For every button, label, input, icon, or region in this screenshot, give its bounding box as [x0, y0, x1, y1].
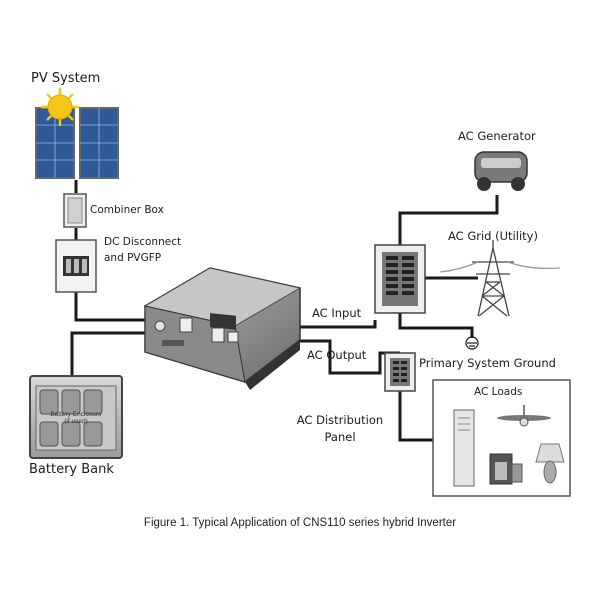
ac-distribution-label-line1: AC Distribution — [296, 413, 384, 427]
ac-grid-label: AC Grid (Utility) — [448, 229, 538, 243]
combiner-box — [63, 193, 87, 228]
distribution-panel — [384, 352, 416, 392]
battery-bank — [29, 375, 123, 459]
ac-generator-label: AC Generator — [458, 129, 536, 143]
ground-symbol — [465, 336, 479, 350]
dc-disconnect-label-line2: and PVGFP — [104, 252, 162, 264]
battery-bank-label: Battery Bank — [29, 462, 114, 477]
ac-distribution-label-line2: Panel — [324, 430, 356, 444]
ac-input-label: AC Input — [312, 306, 362, 320]
main-breaker-panel — [374, 244, 426, 314]
combiner-box-label: Combiner Box — [90, 204, 164, 216]
generator-icon — [474, 151, 528, 191]
figure-caption: Figure 1. Typical Application of CNS110 … — [143, 517, 457, 529]
hybrid-inverter — [143, 267, 302, 390]
primary-ground-label: Primary System Ground — [419, 356, 556, 370]
solar-panels — [35, 107, 119, 179]
pv-system-label: PV System — [31, 71, 101, 86]
battery-enclosure-label-line1: Battery Enclosure — [50, 411, 102, 418]
power-tower-icon — [439, 240, 561, 317]
battery-enclosure-label-line2: (if used) — [64, 418, 88, 425]
ac-loads-box — [432, 379, 571, 497]
sun-icon — [41, 88, 79, 126]
dc-disconnect — [55, 239, 97, 293]
dc-disconnect-label-line1: DC Disconnect — [104, 236, 182, 248]
ac-output-label: AC Output — [307, 348, 367, 362]
ac-loads-label: AC Loads — [474, 386, 523, 398]
wiring — [70, 180, 499, 442]
